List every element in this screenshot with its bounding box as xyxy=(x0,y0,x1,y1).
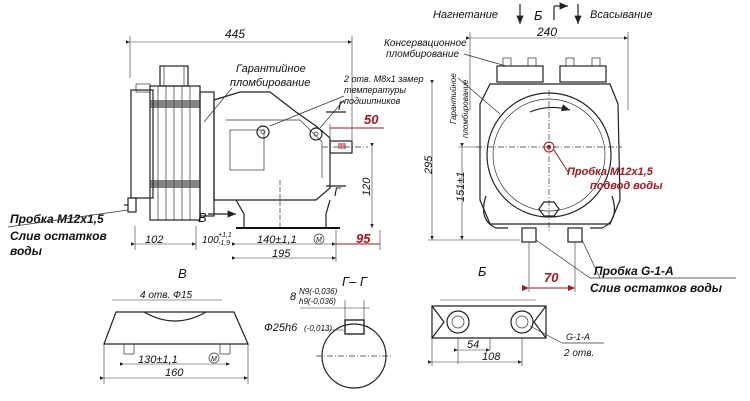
warranty-seal-line2: пломбирование xyxy=(230,77,310,89)
pump-base xyxy=(235,199,331,229)
pump-body-front xyxy=(479,83,621,225)
plug-g1-label: Пробка G-1-A xyxy=(594,264,674,278)
shaft-diameter: Ф25h6 xyxy=(264,322,298,334)
section-mark-bottom: Г xyxy=(334,185,342,199)
supply-plug-line1: Пробка М12х1,5 xyxy=(567,166,654,178)
view-v: В 4 отв. Ф15 130±1,1 М 160 xyxy=(99,266,249,384)
dim-54: 54 xyxy=(467,339,479,351)
front-drain-label: Слив остатков воды xyxy=(590,281,723,295)
holes-note-line3: подшипников xyxy=(344,96,401,106)
pump-casing xyxy=(213,91,331,201)
dim-140: 140±1,1 xyxy=(257,234,297,246)
view-v-mark: В xyxy=(198,210,207,225)
section-title: Г– Г xyxy=(342,274,368,289)
view-b-detail: 54 108 G-1-A 2 отв. xyxy=(427,299,604,366)
key-tol-up: N9(-0,036) xyxy=(299,287,338,296)
bearing-hole-2 xyxy=(309,127,323,141)
rotation-arrow xyxy=(529,104,571,113)
holes-note-line1: 2 отв. М8х1 замер xyxy=(343,74,423,84)
flange-plate xyxy=(431,305,547,339)
view-b-title: Б xyxy=(534,8,543,23)
side-view: 445 xyxy=(7,27,423,262)
dim-100: 100 xyxy=(202,235,219,246)
discharge-flange xyxy=(496,65,544,83)
key-width: 8 xyxy=(290,291,297,303)
conservation-seal-line2: пломбирование xyxy=(386,48,459,60)
front-view-label: Б xyxy=(478,264,487,279)
m-mark: М xyxy=(316,237,322,244)
dim-95: 95 xyxy=(356,231,371,246)
g1a-holes: 2 отв. xyxy=(563,348,594,359)
drain-plug-right xyxy=(567,227,583,243)
supply-plug-line2: подвод воды xyxy=(590,180,663,192)
holes-note-line2: температуры xyxy=(344,85,406,95)
dim-240: 240 xyxy=(536,25,557,39)
header-labels: Нагнетание Б Всасывание xyxy=(433,2,652,24)
dim-120: 120 xyxy=(361,177,373,196)
drain-plug-left xyxy=(521,227,537,243)
plug-leader xyxy=(7,209,129,228)
view-v-m-mark: М xyxy=(211,356,217,363)
pump-housing-circle xyxy=(486,92,612,218)
base-plate xyxy=(103,311,249,345)
drain-label-line1: Слив остатков xyxy=(10,229,107,243)
discharge-label: Нагнетание xyxy=(433,9,498,21)
warranty-seal-line1: Гарантийное xyxy=(236,63,306,75)
key-slot xyxy=(344,319,365,335)
dim-160: 160 xyxy=(165,367,184,379)
warranty-leader xyxy=(203,87,233,123)
motor-flange xyxy=(199,91,215,217)
key-tol-dn: h9(-0,036) xyxy=(299,297,336,306)
drain-nut xyxy=(538,201,560,217)
dim-151: 151±1 xyxy=(455,171,467,202)
dim-130: 130±1,1 xyxy=(138,354,178,366)
bearing-hole-1 xyxy=(256,125,270,139)
warranty-seal-vertical-line1: Гарантийное xyxy=(449,73,458,124)
section-mark-top: Г xyxy=(338,99,346,113)
g1a-label: G-1-A xyxy=(566,332,590,342)
shaft-tol: (-0,013) xyxy=(304,324,332,333)
dim-50: 50 xyxy=(364,112,379,127)
dim-102: 102 xyxy=(145,234,163,246)
view-v-title: В xyxy=(178,266,187,281)
flange-hole-2 xyxy=(510,310,534,334)
warranty-seal-vertical-line2: пломбирование xyxy=(461,79,470,138)
flange-hole-1 xyxy=(446,310,470,334)
plug-label: Пробка М12х1,5 xyxy=(10,212,104,226)
view-v-holes: 4 отв. Ф15 xyxy=(140,290,193,301)
suction-flange xyxy=(559,65,607,83)
motor-end-cover xyxy=(130,89,154,199)
dim-108: 108 xyxy=(482,351,501,363)
section-g-g: Г– Г 8 N9(-0,036) h9(-0,036) Ф25h6 (-0,0… xyxy=(264,274,392,389)
dim-100-tol-up: +1,1 xyxy=(218,232,232,239)
front-view: 240 Консервационное пломбирование xyxy=(384,25,736,295)
dim-195: 195 xyxy=(272,248,291,260)
m-circle xyxy=(313,233,325,245)
dim-445: 445 xyxy=(225,27,245,41)
conservation-seal-line1: Консервационное xyxy=(384,38,467,49)
dim-100-tol-dn: -1,9 xyxy=(218,240,230,247)
supply-plug-circle xyxy=(543,141,555,153)
dim-295: 295 xyxy=(423,155,435,175)
dim-70: 70 xyxy=(544,270,559,285)
drain-plug-side xyxy=(127,197,137,213)
drain-label-line2: воды xyxy=(10,244,43,258)
suction-label: Всасывание xyxy=(590,9,652,21)
